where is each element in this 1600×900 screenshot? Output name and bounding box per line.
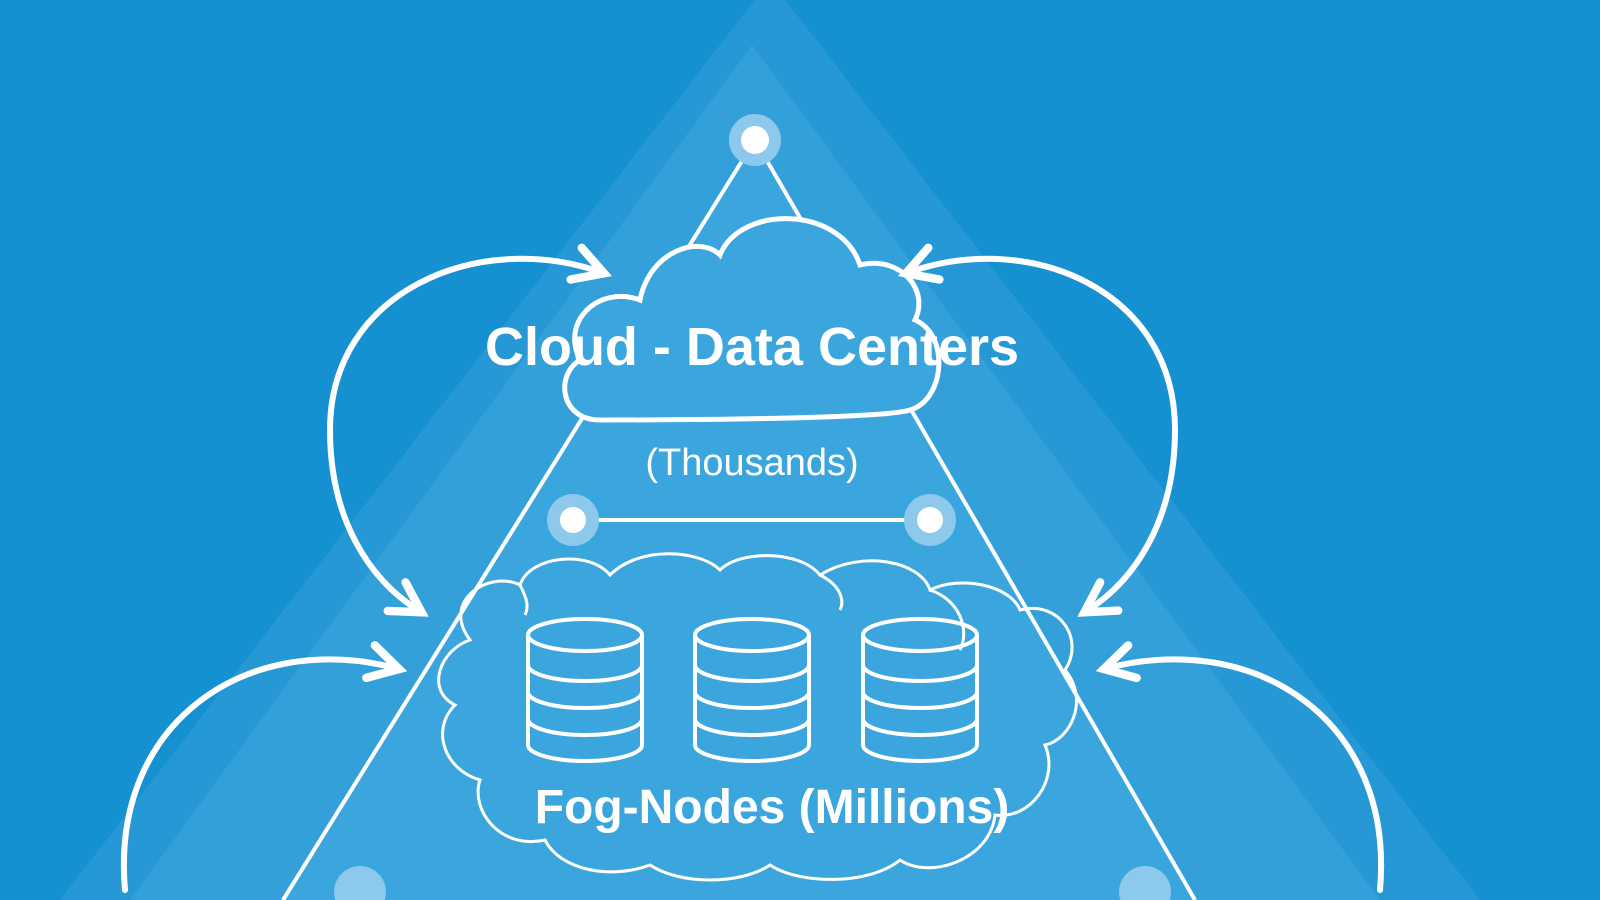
arrow-edge-fog-right [1108,659,1385,893]
arrows [120,259,1385,893]
fog-label: Fog-Nodes (Millions) [535,781,1010,834]
cloud-count: (Thousands) [645,442,858,484]
database-icon [861,617,979,763]
arrow-cloud-fog-right [910,259,1179,610]
database-icon [693,617,811,763]
cloud-label: Cloud - Data Centers [485,317,1019,377]
database-icons [526,617,979,763]
arrow-cloud-fog-left [326,259,600,610]
database-icon [526,617,644,763]
arrow-edge-fog-left [120,659,395,893]
